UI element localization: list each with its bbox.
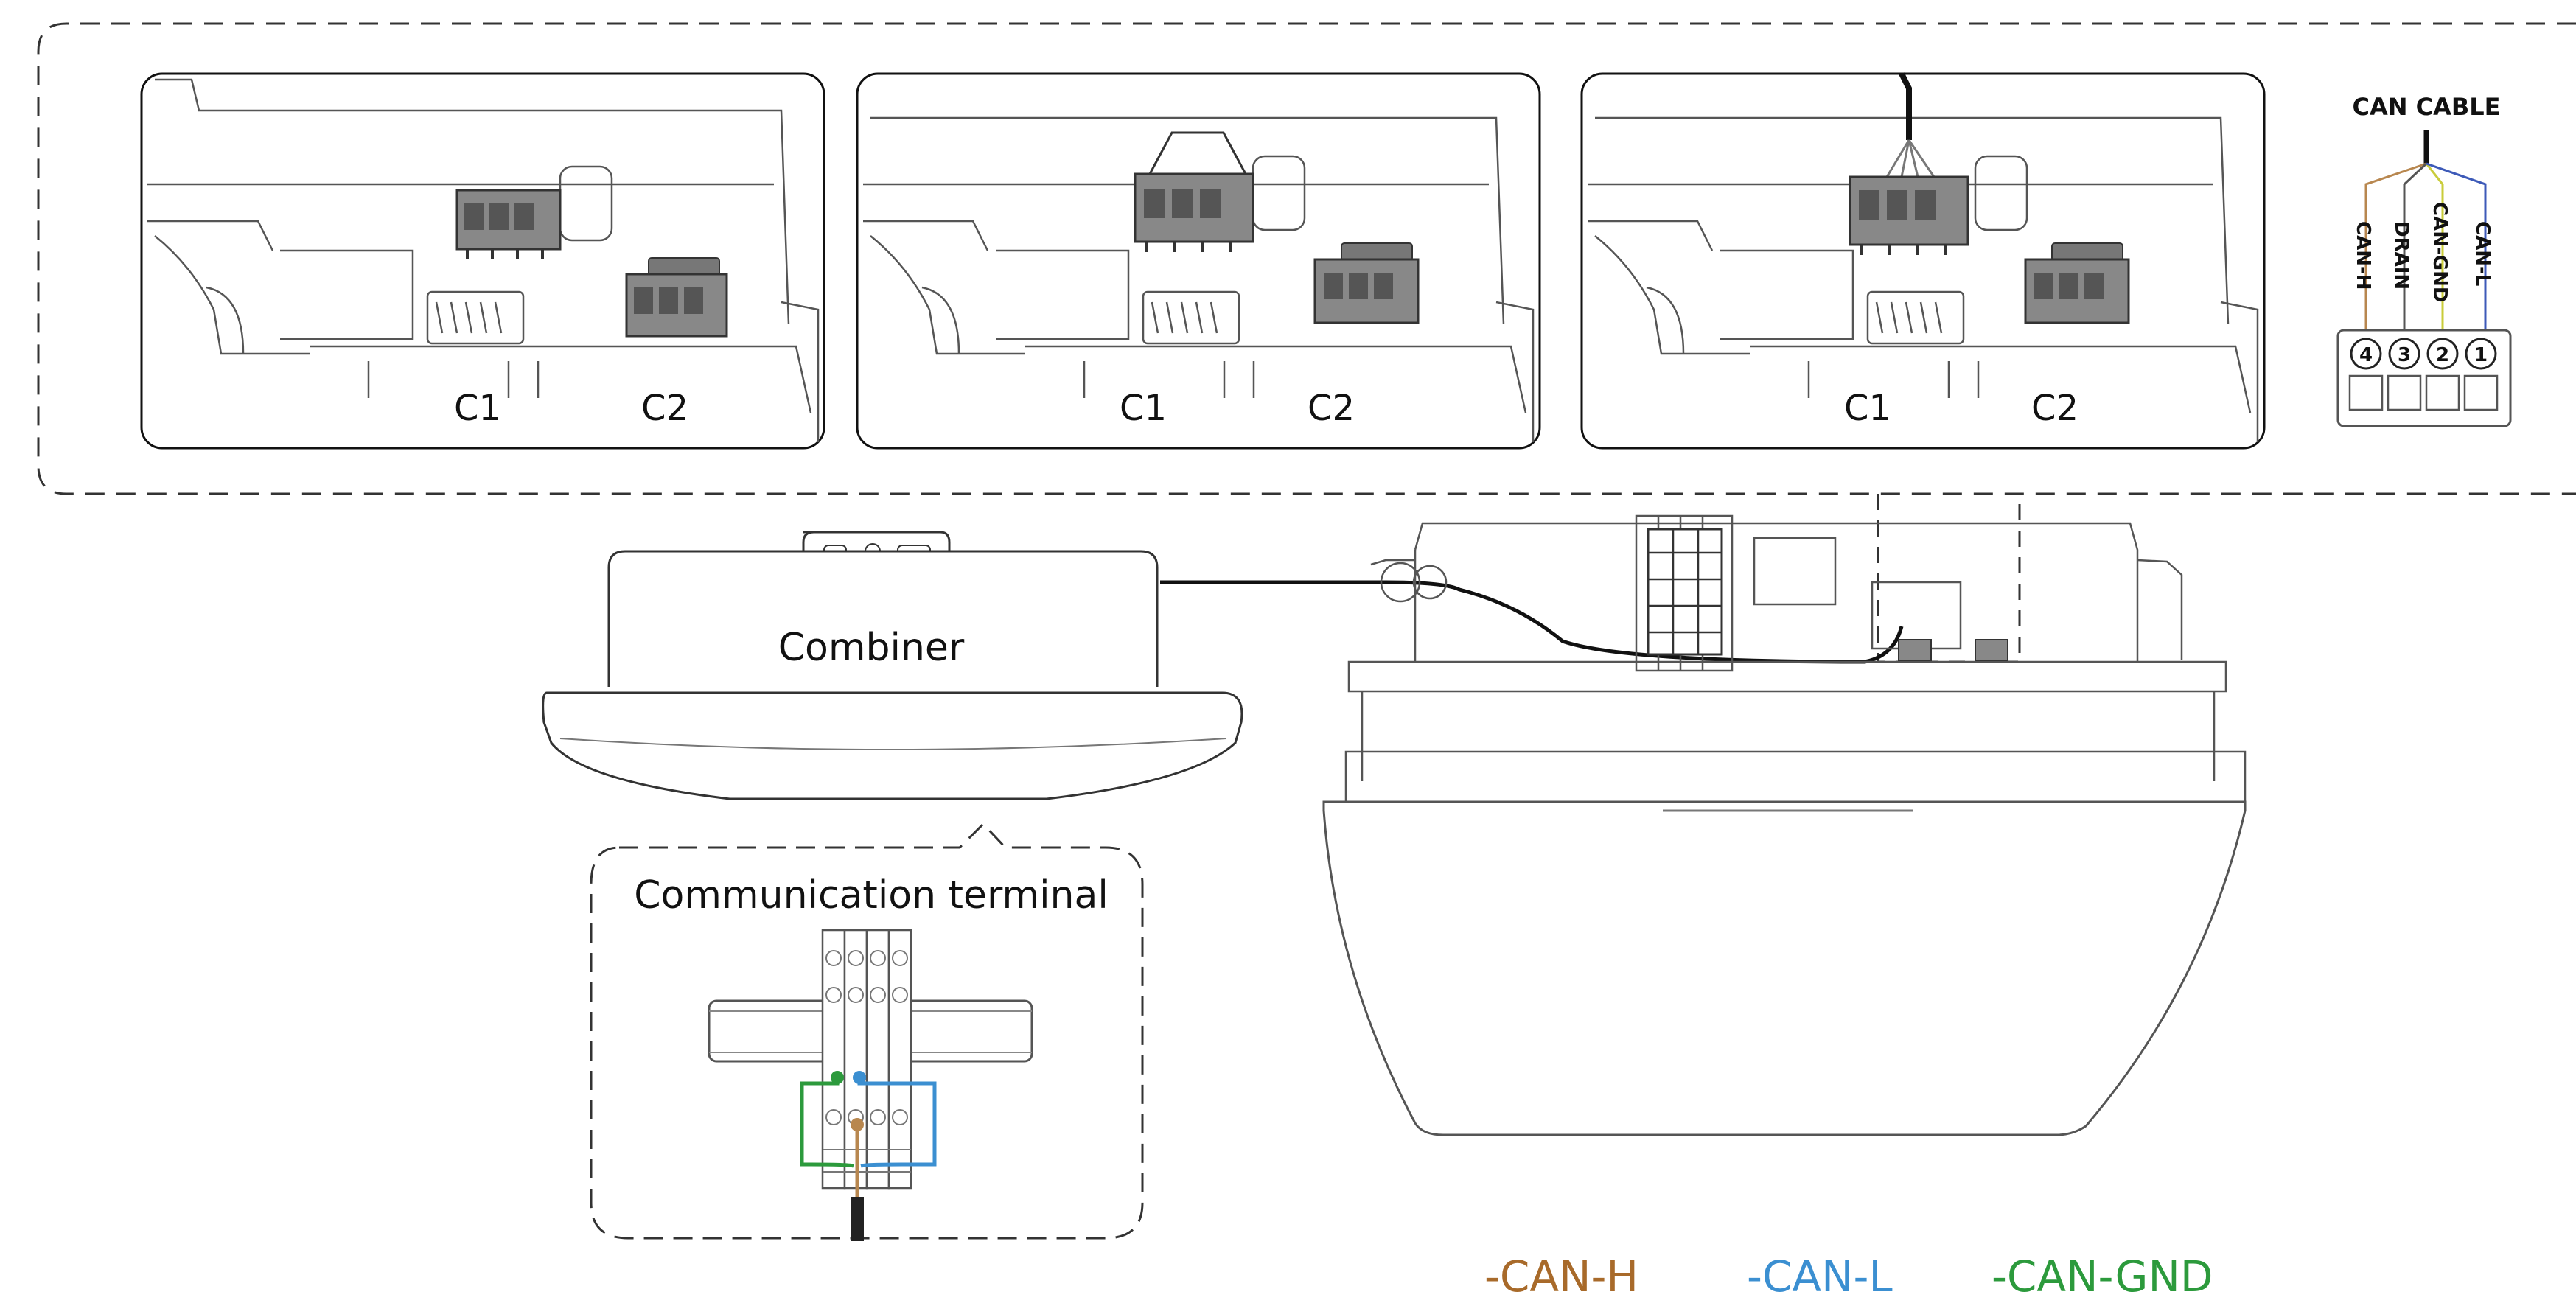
wire-can-l <box>857 1077 937 1168</box>
combiner-device: Combiner <box>542 531 1243 800</box>
legend-can-h: -CAN-H <box>1484 1251 1638 1302</box>
connector-panel-2: C1 C2 <box>856 72 1541 450</box>
connector-c2-icon <box>625 257 728 338</box>
c2-label: C2 <box>2031 388 2078 429</box>
wire-label-can-h: CAN-H <box>2352 221 2374 290</box>
pin-number-3: 3 <box>2398 344 2411 366</box>
can-cable-title: CAN CABLE <box>2352 93 2500 121</box>
inverter-device <box>1322 514 2247 1136</box>
wire-can-gnd <box>2425 163 2444 333</box>
pin-number-4: 4 <box>2359 344 2373 366</box>
legend-can-gnd: -CAN-GND <box>1992 1251 2213 1302</box>
cable-jacket <box>851 1197 864 1241</box>
legend-can-l: -CAN-L <box>1747 1251 1893 1302</box>
can-cable-pinout: CAN CABLE CAN-H DRAIN CAN-GND CAN-L 4 3 … <box>2336 93 2512 427</box>
wire-can-l <box>2426 162 2487 333</box>
connector-panel-1: C1 C2 <box>140 72 825 450</box>
communication-terminal-callout: Communication terminal <box>590 822 1144 1241</box>
detail-frame <box>37 22 2576 495</box>
connector-c2-icon <box>2024 242 2130 324</box>
pin-number-2: 2 <box>2436 344 2449 366</box>
device-terminal-block <box>1647 528 2008 661</box>
c2-label: C2 <box>1308 388 1355 429</box>
c1-label: C1 <box>1120 388 1167 429</box>
c1-label: C1 <box>454 388 501 429</box>
wire-label-can-gnd: CAN-GND <box>2429 202 2451 302</box>
wire-drain <box>2403 162 2428 333</box>
c2-label: C2 <box>641 388 688 429</box>
connector-c1-icon <box>455 189 562 259</box>
connector-panel-3: C1 C2 <box>1580 72 2266 450</box>
wire-can-gnd <box>800 1077 854 1168</box>
pin-circles <box>2350 338 2497 370</box>
connector-c1-icon <box>1849 175 1969 255</box>
wire-label-can-l: CAN-L <box>2471 221 2493 286</box>
wire-color-legend: -CAN-H -CAN-L -CAN-GND <box>1484 1251 2213 1302</box>
communication-terminal-label: Communication terminal <box>634 873 1109 918</box>
pin-number-1: 1 <box>2474 344 2488 366</box>
wire-can-h <box>2364 162 2427 333</box>
connector-c1-icon <box>1134 172 1254 252</box>
wire-label-drain: DRAIN <box>2390 221 2412 290</box>
combiner-label: Combiner <box>778 626 965 670</box>
connector-c2-icon <box>1313 242 1420 324</box>
c1-label: C1 <box>1844 388 1891 429</box>
can-cable-line <box>1160 580 1904 664</box>
